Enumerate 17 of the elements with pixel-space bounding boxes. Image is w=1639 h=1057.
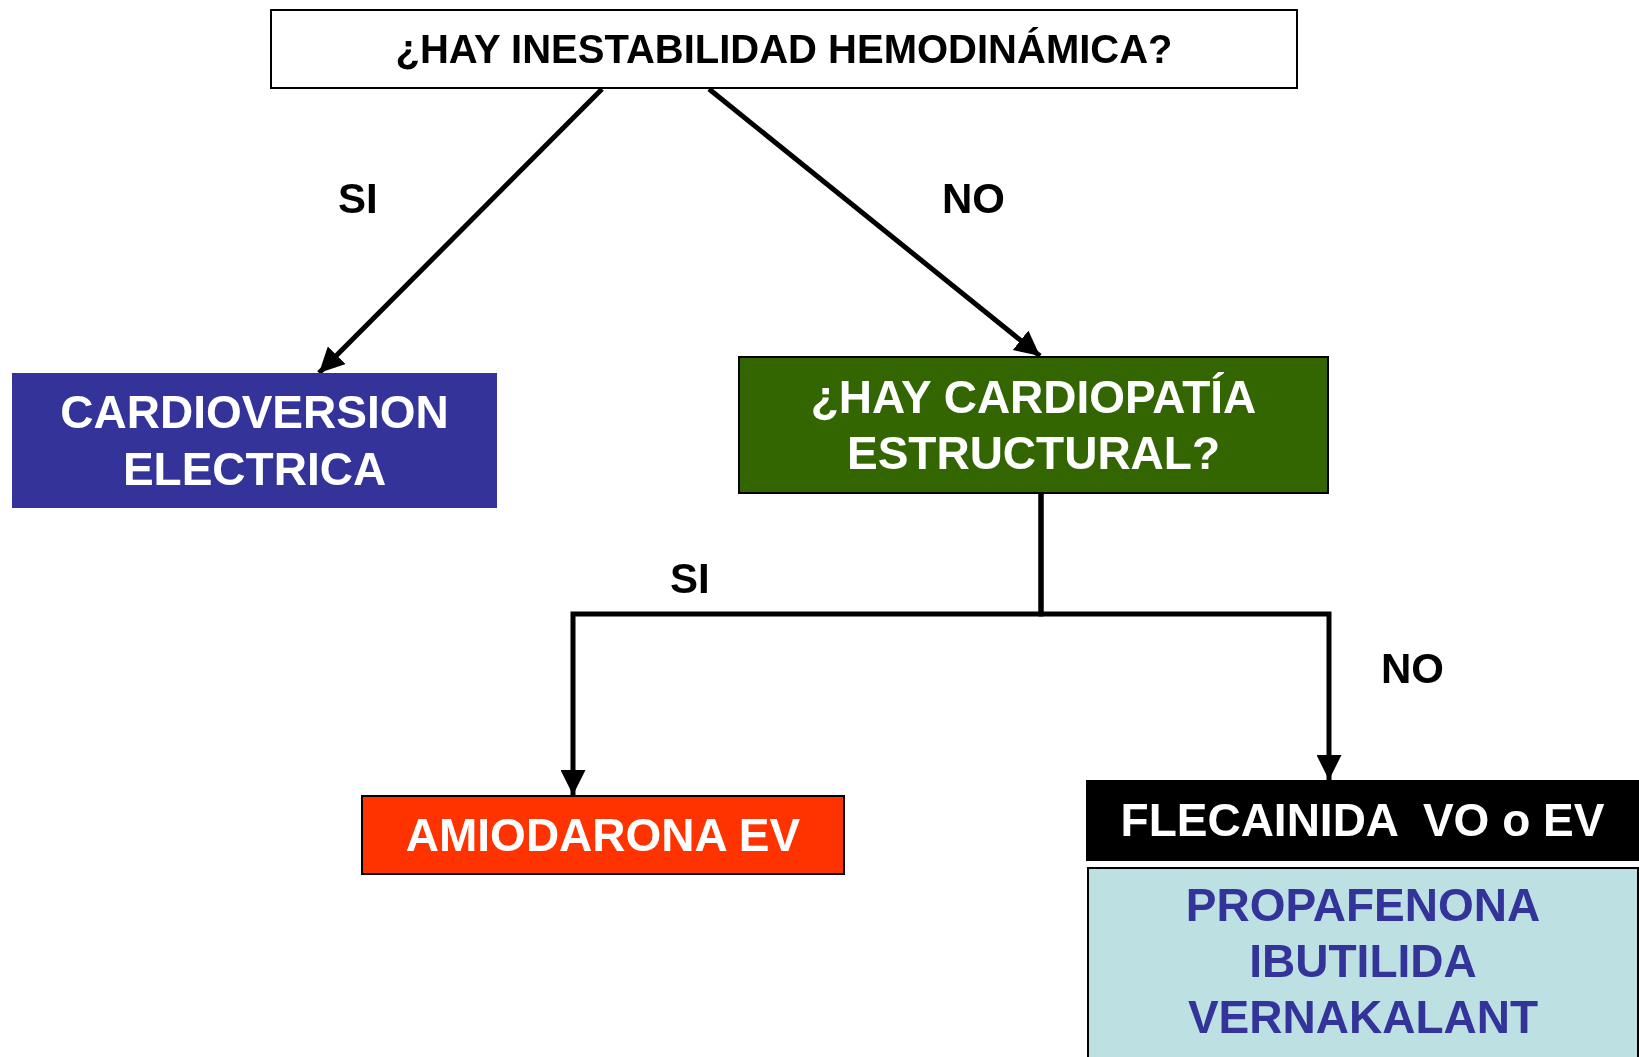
treatment-box — [361, 795, 845, 875]
node-text: PROPAFENONA — [1185, 878, 1541, 933]
node-text: ¿HAY CARDIOPATÍA ESTRUCTURAL? — [809, 369, 1258, 481]
treatment-box — [1086, 780, 1639, 861]
question-box — [738, 356, 1329, 494]
question-box — [270, 9, 1298, 89]
node-text: IBUTILIDA — [1249, 934, 1477, 990]
node-text: AMIODARONA EV — [405, 807, 801, 863]
arrow — [1038, 494, 1342, 780]
node-text: CARDIOVERSION ELECTRICA — [59, 385, 450, 497]
action-box — [12, 373, 497, 508]
node-text: FLECAINIDA VO o EV — [1120, 793, 1605, 849]
node-text: VERNAKALANT — [1187, 990, 1539, 1046]
arrow — [317, 87, 604, 375]
treatment-list-box — [1087, 867, 1639, 1057]
node-text: ¿HAY INESTABILIDAD HEMODINÁMICA? — [395, 25, 1173, 73]
arrow — [707, 87, 1042, 358]
